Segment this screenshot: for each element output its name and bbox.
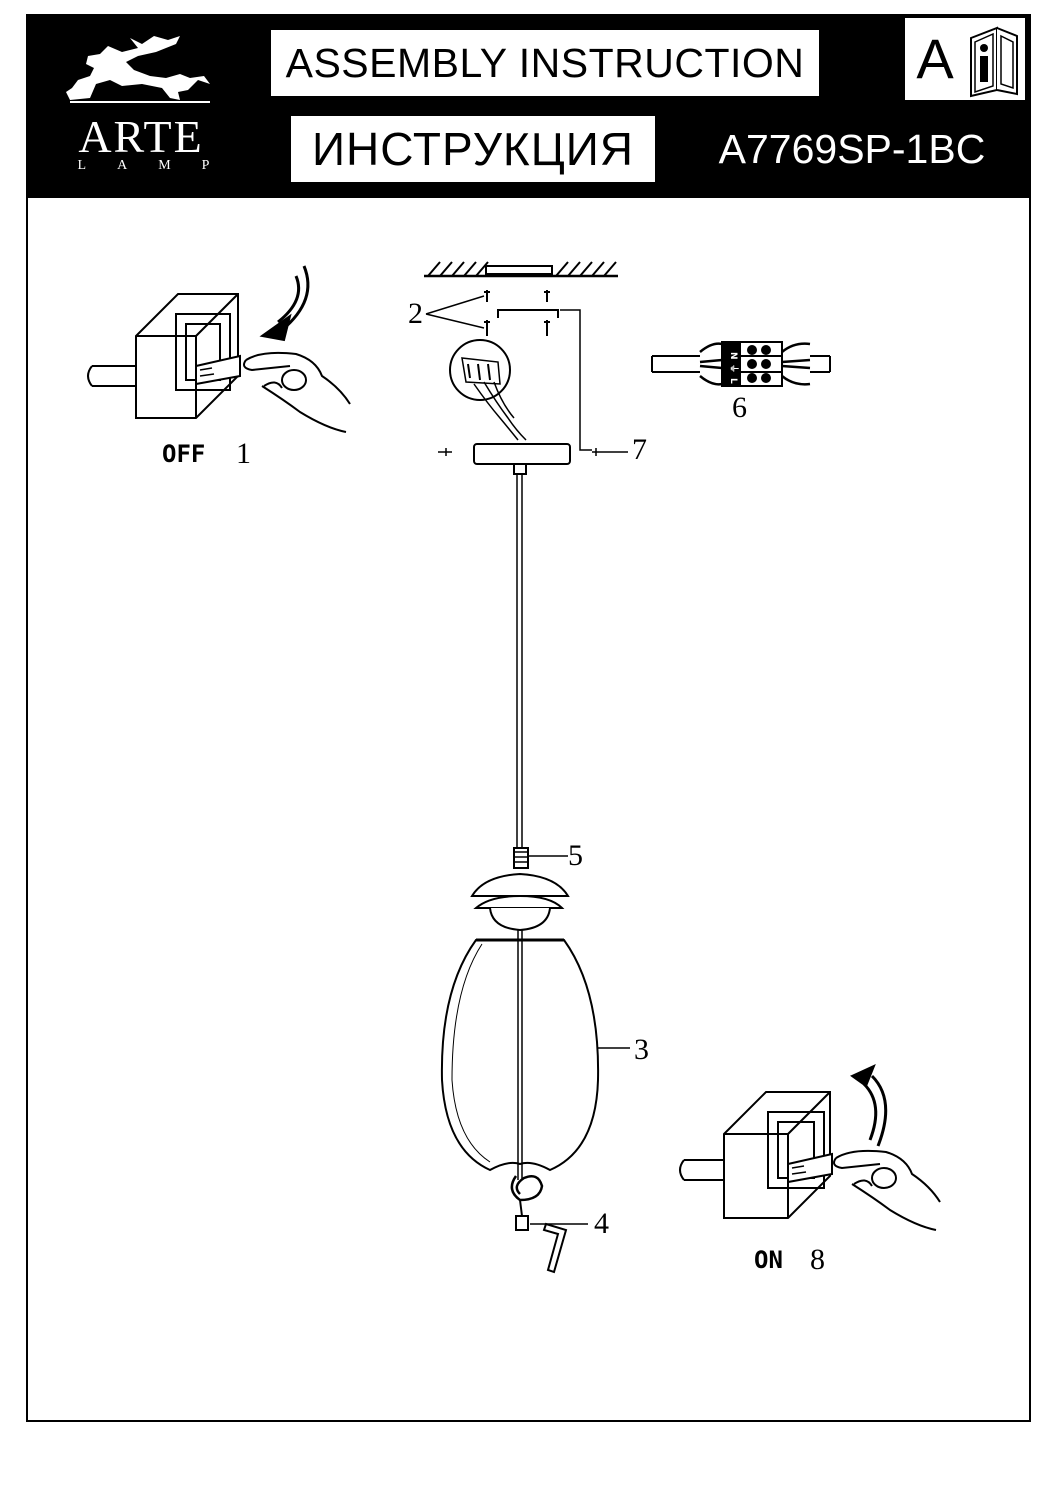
part-label-nut: 5 xyxy=(568,839,583,872)
title-english: ASSEMBLY INSTRUCTION xyxy=(271,30,819,96)
brand-logo: ARTE LAMP xyxy=(30,18,252,186)
step-off-number: 1 xyxy=(236,437,251,470)
part-label-side-screws: 7 xyxy=(632,433,647,466)
header-bar: ARTE LAMP ASSEMBLY INSTRUCTION ИНСТРУКЦИ… xyxy=(28,16,1029,198)
suspension-cable xyxy=(516,474,523,848)
brand-name: ARTE xyxy=(78,111,204,162)
part-label-screws: 2 xyxy=(408,297,423,330)
part-label-key: 4 xyxy=(594,1207,609,1240)
switch-off-illustration xyxy=(87,265,351,433)
lamp-holder xyxy=(470,872,570,932)
canopy xyxy=(438,443,628,475)
info-letter: A xyxy=(916,27,954,90)
manual-info-icon xyxy=(970,26,1018,98)
brand-subtitle: LAMP xyxy=(77,158,241,173)
svg-text:⏚: ⏚ xyxy=(728,364,739,373)
wiring-detail xyxy=(449,339,527,441)
griffin-logo-icon xyxy=(66,36,210,103)
mounting-screws xyxy=(425,290,592,451)
step-on-number: 8 xyxy=(810,1243,825,1276)
step-on-word: ON xyxy=(754,1246,783,1274)
title-russian: ИНСТРУКЦИЯ xyxy=(291,116,655,182)
step-off-word: OFF xyxy=(162,440,206,468)
page-frame: ARTE LAMP ASSEMBLY INSTRUCTION ИНСТРУКЦИ… xyxy=(26,14,1031,1422)
ceiling-hatch xyxy=(424,261,618,278)
svg-text:N: N xyxy=(728,352,738,360)
terminal-block xyxy=(651,341,831,387)
cable-nut xyxy=(513,847,568,869)
manual-info-badge: A xyxy=(905,18,1025,100)
svg-text:L: L xyxy=(728,378,738,384)
model-number: A7769SP-1BC xyxy=(718,126,986,172)
hex-key xyxy=(510,1175,588,1274)
part-label-shade: 3 xyxy=(634,1033,649,1066)
switch-on-illustration xyxy=(679,1064,941,1231)
part-label-terminal: 6 xyxy=(732,391,747,424)
glass-shade xyxy=(440,930,630,1180)
